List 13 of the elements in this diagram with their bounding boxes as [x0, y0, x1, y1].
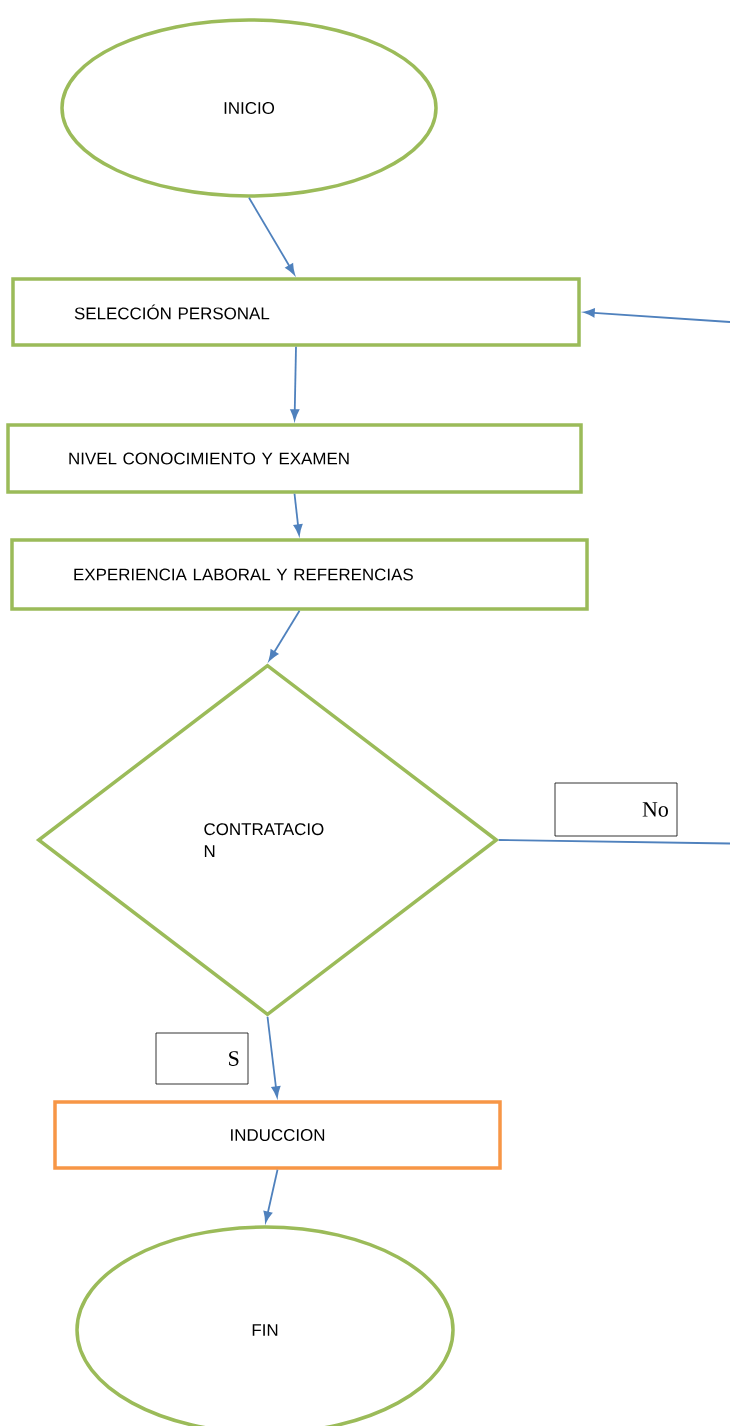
arrow	[266, 1015, 281, 1098]
answer-box: No	[554, 782, 678, 837]
process-box: INDUCCION	[53, 1100, 502, 1170]
arrow	[268, 609, 301, 661]
arrow	[583, 308, 730, 323]
process-box: EXPERIENCIA LABORAL Y REFERENCIAS	[10, 538, 589, 611]
arrow	[263, 1168, 279, 1223]
process-box: NIVEL CONOCIMIENTO Y EXAMEN	[6, 423, 583, 494]
arrow	[290, 345, 300, 421]
arrow	[248, 196, 295, 275]
answer-box: S	[155, 1032, 249, 1085]
arrow	[293, 492, 303, 536]
process-box: SELECCIÓN PERSONAL	[11, 277, 581, 347]
